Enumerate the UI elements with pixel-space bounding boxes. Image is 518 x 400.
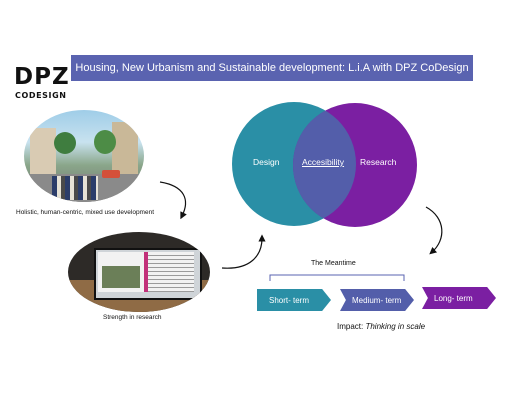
impact-statement: Impact: Thinking in scale xyxy=(337,322,425,331)
impact-emphasis: Thinking in scale xyxy=(365,322,426,331)
meantime-bracket xyxy=(269,274,405,281)
meantime-label: The Meantime xyxy=(311,260,356,267)
desk-caption: Strength in research xyxy=(103,314,162,321)
codesign-logo-text: CODESIGN xyxy=(15,91,67,100)
venn-design-label: Design xyxy=(253,157,280,167)
accessibility-overlap xyxy=(293,103,356,226)
title-banner: Housing, New Urbanism and Sustainable de… xyxy=(71,55,473,81)
short-term-stage: Short- term xyxy=(257,289,331,311)
research-desk-photo xyxy=(68,232,210,312)
street-photo xyxy=(24,110,144,202)
dpz-logo: DPZ xyxy=(14,64,70,90)
arrow-street-to-desk xyxy=(159,181,187,220)
street-caption: Holistic, human-centric, mixed use devel… xyxy=(16,209,155,216)
arrow-desk-to-venn xyxy=(221,234,266,269)
medium-term-stage: Medium- term xyxy=(340,289,414,311)
venn-research-label: Research xyxy=(360,157,397,167)
impact-prefix: Impact: xyxy=(337,322,366,331)
arrow-venn-to-timeline xyxy=(425,206,443,255)
long-term-stage: Long- term xyxy=(422,287,496,309)
venn-accessibility-label: Accesibility xyxy=(302,157,345,167)
